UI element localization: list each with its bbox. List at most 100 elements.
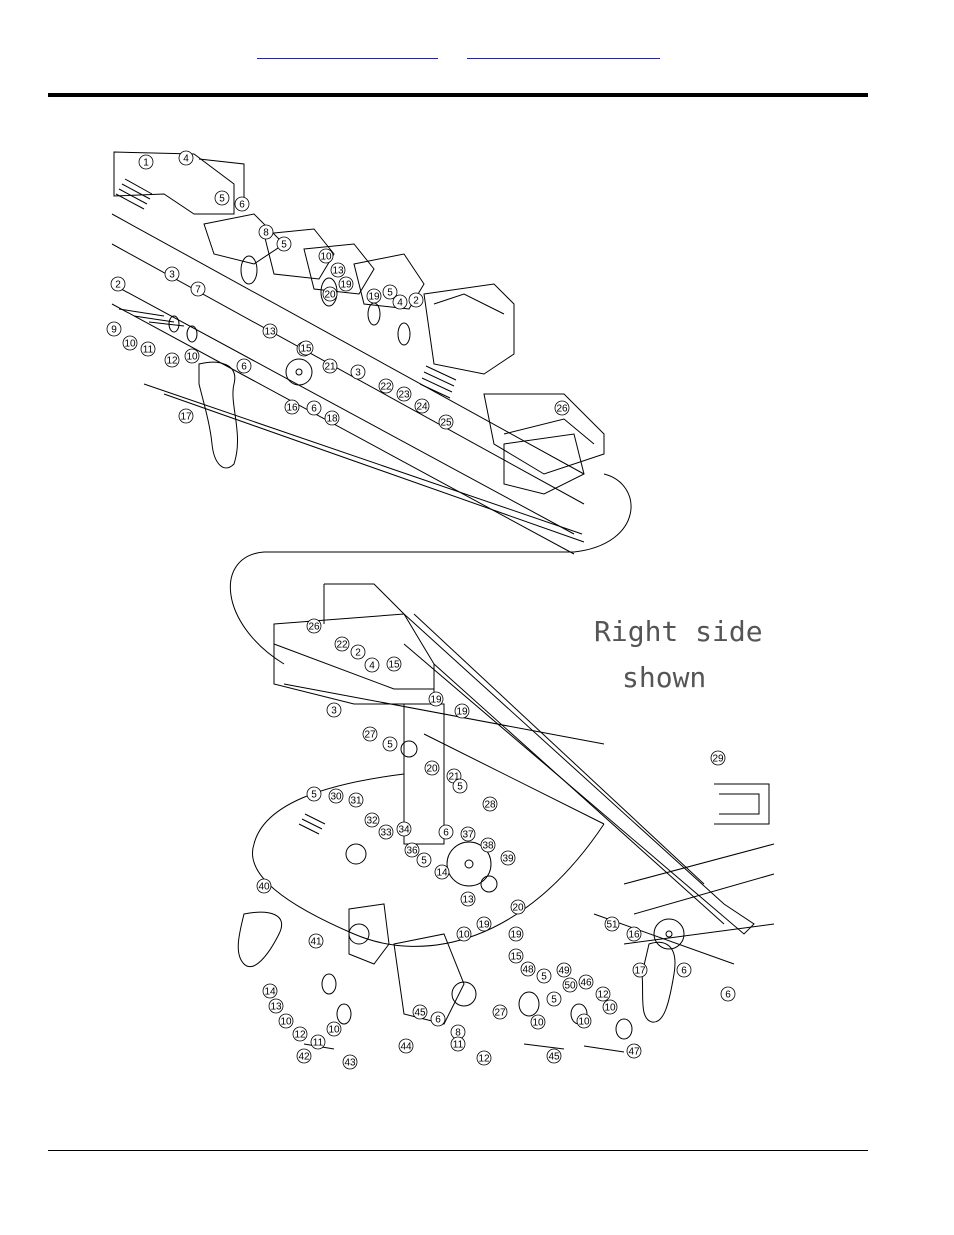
- callout-24: 24: [414, 398, 430, 414]
- callout-36: 36: [404, 842, 420, 858]
- callout-label: 22: [336, 640, 348, 651]
- callout-label: 21: [448, 772, 460, 783]
- callout-group: 1456237851013192019542910111210131521322…: [106, 150, 736, 1070]
- callout-4: 4: [392, 294, 408, 310]
- callout-label: 2: [115, 280, 121, 291]
- callout-label: 22: [380, 382, 392, 393]
- callout-13: 13: [262, 323, 278, 339]
- callout-label: 5: [281, 240, 287, 251]
- callout-label: 29: [712, 754, 724, 765]
- callout-label: 19: [340, 280, 352, 291]
- callout-label: 21: [324, 362, 336, 373]
- callout-41: 41: [308, 933, 324, 949]
- callout-1: 1: [138, 154, 154, 170]
- callout-label: 20: [512, 903, 524, 914]
- callout-label: 6: [435, 1015, 441, 1026]
- callout-label: 26: [556, 404, 568, 415]
- callout-label: 6: [725, 990, 731, 1001]
- callout-31: 31: [348, 792, 364, 808]
- callout-label: 17: [634, 966, 646, 977]
- callout-9: 9: [106, 321, 122, 337]
- callout-label: 48: [522, 965, 534, 976]
- callout-4: 4: [178, 150, 194, 166]
- callout-label: 10: [328, 1025, 340, 1036]
- callout-11: 11: [140, 341, 156, 357]
- callout-label: 19: [430, 695, 442, 706]
- callout-label: 10: [458, 930, 470, 941]
- callout-label: 5: [387, 740, 393, 751]
- callout-label: 12: [166, 356, 178, 367]
- callout-label: 46: [580, 978, 592, 989]
- callout-15: 15: [508, 948, 524, 964]
- callout-19: 19: [366, 288, 382, 304]
- callout-10: 10: [278, 1013, 294, 1029]
- callout-label: 28: [484, 800, 496, 811]
- callout-11: 11: [450, 1036, 466, 1052]
- callout-label: 8: [263, 228, 269, 239]
- callout-20: 20: [322, 286, 338, 302]
- callout-label: 32: [366, 816, 378, 827]
- callout-5: 5: [382, 284, 398, 300]
- callout-label: 49: [558, 966, 570, 977]
- callout-5: 5: [452, 778, 468, 794]
- callout-13: 13: [268, 998, 284, 1014]
- callout-33: 33: [378, 824, 394, 840]
- callout-label: 16: [286, 403, 298, 414]
- note-line-1: Right side: [594, 615, 763, 648]
- callout-label: 5: [421, 856, 427, 867]
- callout-label: 12: [478, 1054, 490, 1065]
- callout-label: 3: [355, 368, 361, 379]
- callout-10: 10: [122, 335, 138, 351]
- nav-link-2[interactable]: [467, 44, 660, 59]
- callout-15: 15: [298, 340, 314, 356]
- callout-51: 51: [604, 916, 620, 932]
- callout-5: 5: [382, 736, 398, 752]
- callout-14: 14: [434, 864, 450, 880]
- callout-label: 44: [400, 1042, 412, 1053]
- callout-5: 5: [536, 968, 552, 984]
- callout-label: 10: [532, 1018, 544, 1029]
- callout-label: 16: [628, 930, 640, 941]
- callout-2: 2: [408, 292, 424, 308]
- callout-44: 44: [398, 1038, 414, 1054]
- callout-label: 27: [364, 730, 376, 741]
- callout-5: 5: [306, 786, 322, 802]
- callout-22: 22: [334, 636, 350, 652]
- header-rule: [48, 93, 868, 97]
- callout-19: 19: [454, 703, 470, 719]
- callout-label: 24: [416, 402, 428, 413]
- callout-23: 23: [396, 386, 412, 402]
- callout-label: 43: [344, 1058, 356, 1069]
- callout-label: 14: [436, 868, 448, 879]
- callout-12: 12: [292, 1026, 308, 1042]
- callout-label: 12: [597, 990, 609, 1001]
- callout-label: 19: [478, 920, 490, 931]
- callout-label: 33: [380, 828, 392, 839]
- callout-13: 13: [460, 891, 476, 907]
- callout-label: 14: [264, 987, 276, 998]
- callout-13: 13: [330, 262, 346, 278]
- callout-45: 45: [546, 1048, 562, 1064]
- callout-5: 5: [214, 190, 230, 206]
- callout-label: 25: [440, 418, 452, 429]
- callout-4: 4: [364, 657, 380, 673]
- callout-label: 10: [320, 252, 332, 263]
- callout-label: 47: [628, 1047, 640, 1058]
- callout-10: 10: [456, 926, 472, 942]
- callout-10: 10: [530, 1014, 546, 1030]
- callout-39: 39: [500, 850, 516, 866]
- callout-10: 10: [318, 248, 334, 264]
- callout-12: 12: [164, 352, 180, 368]
- callout-label: 19: [368, 292, 380, 303]
- callout-43: 43: [342, 1054, 358, 1070]
- footer-rule: [48, 1150, 868, 1151]
- callout-6: 6: [430, 1011, 446, 1027]
- nav-link-1[interactable]: [257, 44, 438, 59]
- callout-label: 4: [369, 661, 375, 672]
- callout-32: 32: [364, 812, 380, 828]
- note-line-2: shown: [622, 661, 706, 694]
- callout-label: 34: [398, 825, 410, 836]
- callout-3: 3: [326, 702, 342, 718]
- callout-label: 6: [239, 200, 245, 211]
